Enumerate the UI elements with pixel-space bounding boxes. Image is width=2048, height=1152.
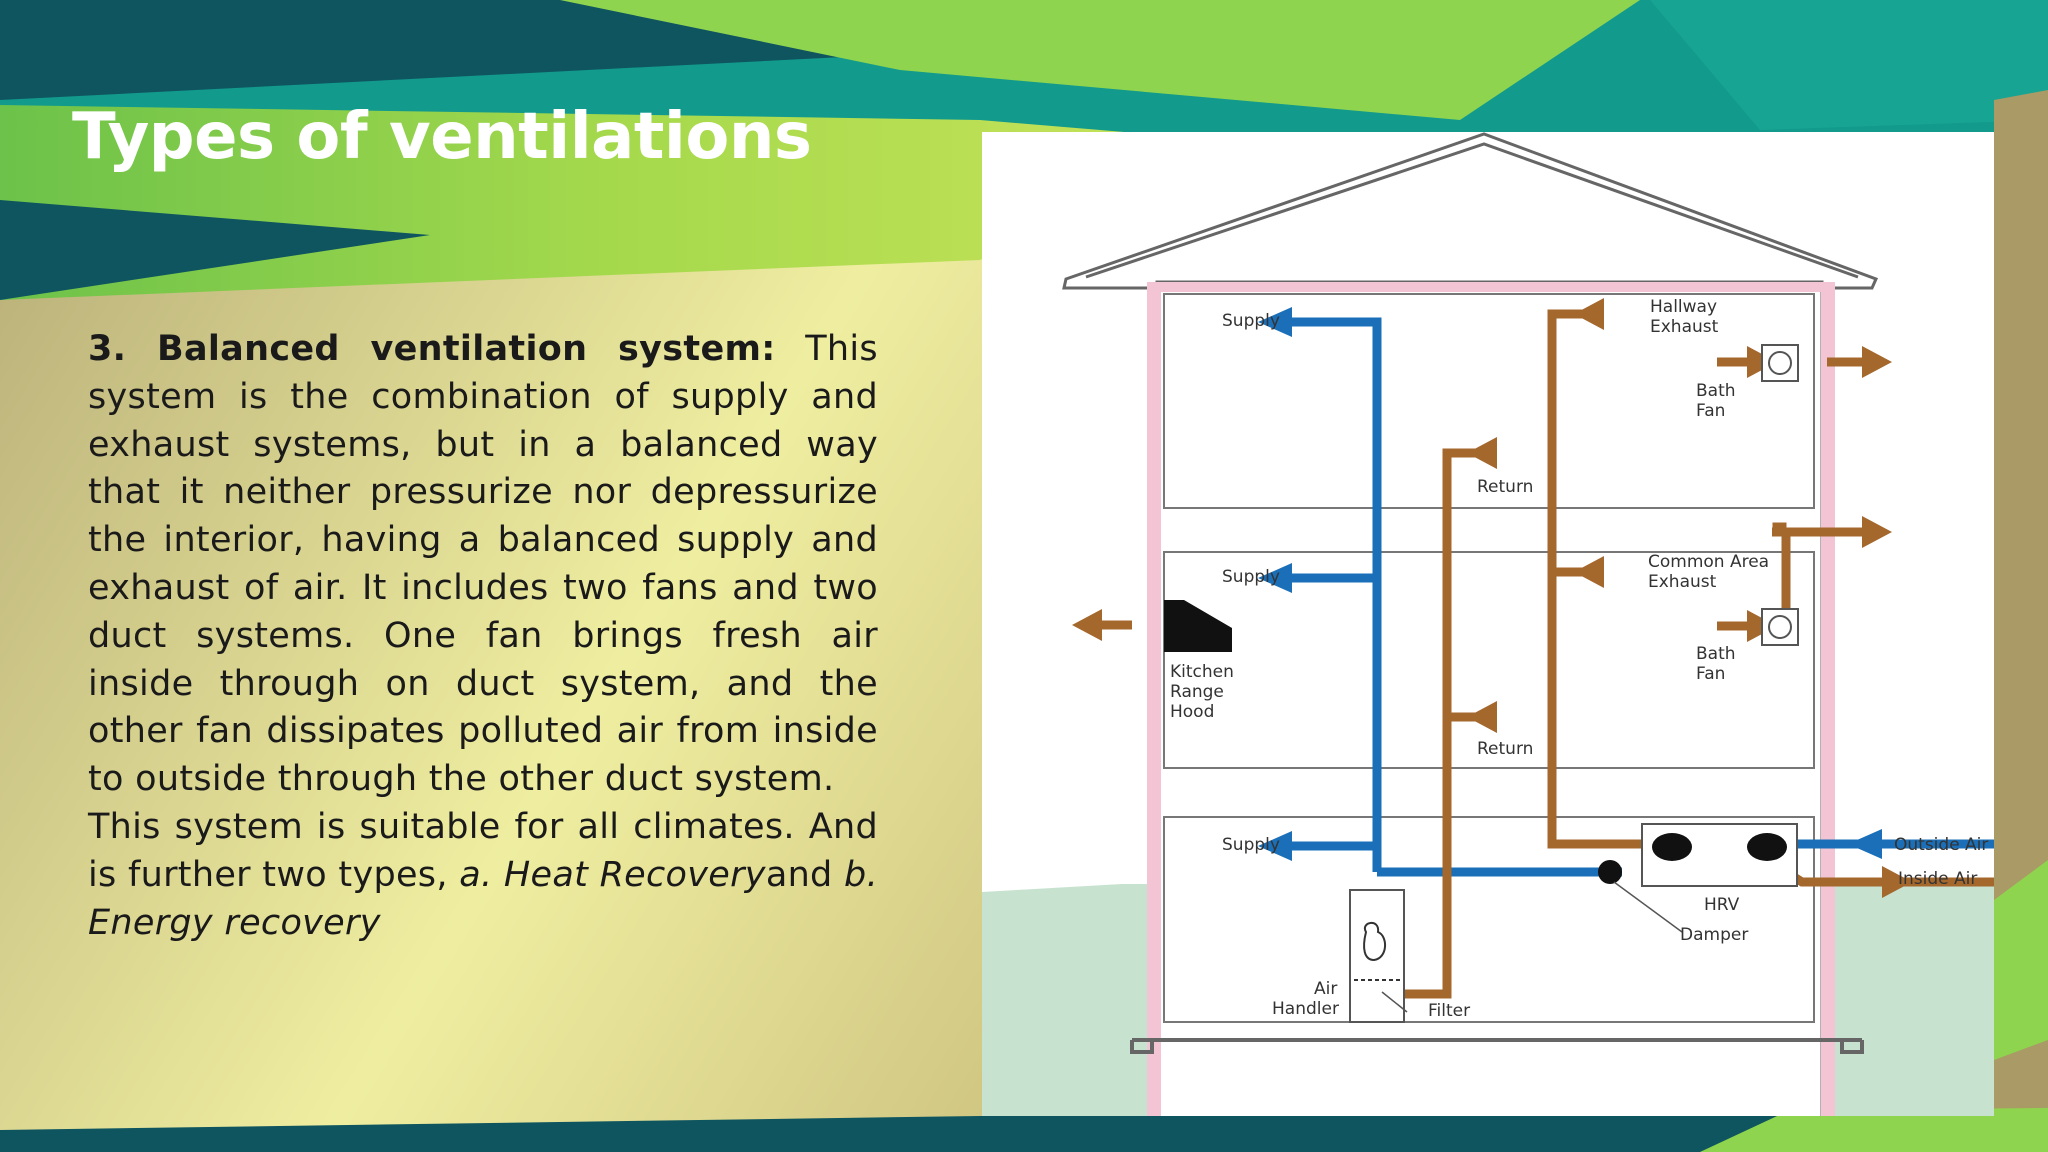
label-common-area-1: Common Area: [1648, 552, 1769, 572]
label-supply-bottom: Supply: [1222, 835, 1280, 855]
label-outside-air: Outside Air: [1894, 835, 1988, 855]
hrv-unit: [1641, 823, 1798, 887]
label-bath-fan-mid-2: Fan: [1696, 664, 1725, 684]
roof: [1062, 132, 1879, 290]
paragraph-1: 3. Balanced ventilation system: This sys…: [88, 326, 878, 804]
label-supply-middle: Supply: [1222, 567, 1280, 587]
basement: [1163, 816, 1815, 1023]
damper-shape: [1598, 860, 1622, 884]
label-kitchen-3: Hood: [1170, 702, 1214, 722]
body-text: 3. Balanced ventilation system: This sys…: [88, 326, 878, 947]
label-filter: Filter: [1428, 1001, 1470, 1021]
air-handler: [1349, 889, 1408, 1023]
label-kitchen-2: Range: [1170, 682, 1224, 702]
label-common-area-2: Exhaust: [1648, 572, 1717, 592]
conjunction-text: and: [765, 854, 833, 895]
ventilation-diagram: Supply Supply Supply Hallway Exhaust Bat…: [982, 132, 1994, 1116]
label-bath-fan-mid-1: Bath: [1696, 644, 1736, 664]
label-inside-air: Inside Air: [1898, 869, 1977, 889]
bath-fan-lower: [1761, 608, 1799, 646]
paragraph-2: This system is suitable for all climates…: [88, 804, 878, 947]
paragraph-1-text: This system is the combination of supply…: [88, 329, 878, 800]
label-damper: Damper: [1680, 925, 1748, 945]
label-supply-top: Supply: [1222, 311, 1280, 331]
type-b-label: b. Energy recovery: [88, 854, 878, 943]
label-hrv: HRV: [1704, 895, 1740, 915]
label-kitchen-1: Kitchen: [1170, 662, 1234, 682]
label-return-upper: Return: [1477, 477, 1533, 497]
second-floor: [1163, 293, 1815, 509]
watermark: © buildingscience.com: [1322, 1050, 1645, 1083]
house-outline: [1155, 280, 1824, 1116]
paragraph-2-text: This system is suitable for all climates…: [88, 806, 878, 895]
label-air-handler-2: Handler: [1272, 999, 1339, 1019]
bath-fan-upper: [1761, 344, 1799, 382]
kitchen-range-hood-shape: [1164, 600, 1232, 652]
exhaust-arrows: [1072, 298, 1912, 898]
section-heading: 3. Balanced ventilation system:: [88, 329, 776, 369]
label-bath-fan-top-2: Fan: [1696, 401, 1725, 421]
house-diagram: Supply Supply Supply Hallway Exhaust Bat…: [982, 132, 1994, 1116]
label-bath-fan-top-1: Bath: [1696, 381, 1736, 401]
label-hallway-exhaust-1: Hallway: [1650, 297, 1717, 317]
label-return-lower: Return: [1477, 739, 1533, 759]
label-hallway-exhaust-2: Exhaust: [1650, 317, 1719, 337]
supply-arrows: [1258, 307, 1882, 861]
label-air-handler-1: Air: [1314, 979, 1337, 999]
type-a-label: a. Heat Recovery: [459, 854, 766, 895]
slide-title: Types of ventilations: [72, 100, 812, 174]
first-floor: [1163, 551, 1815, 769]
